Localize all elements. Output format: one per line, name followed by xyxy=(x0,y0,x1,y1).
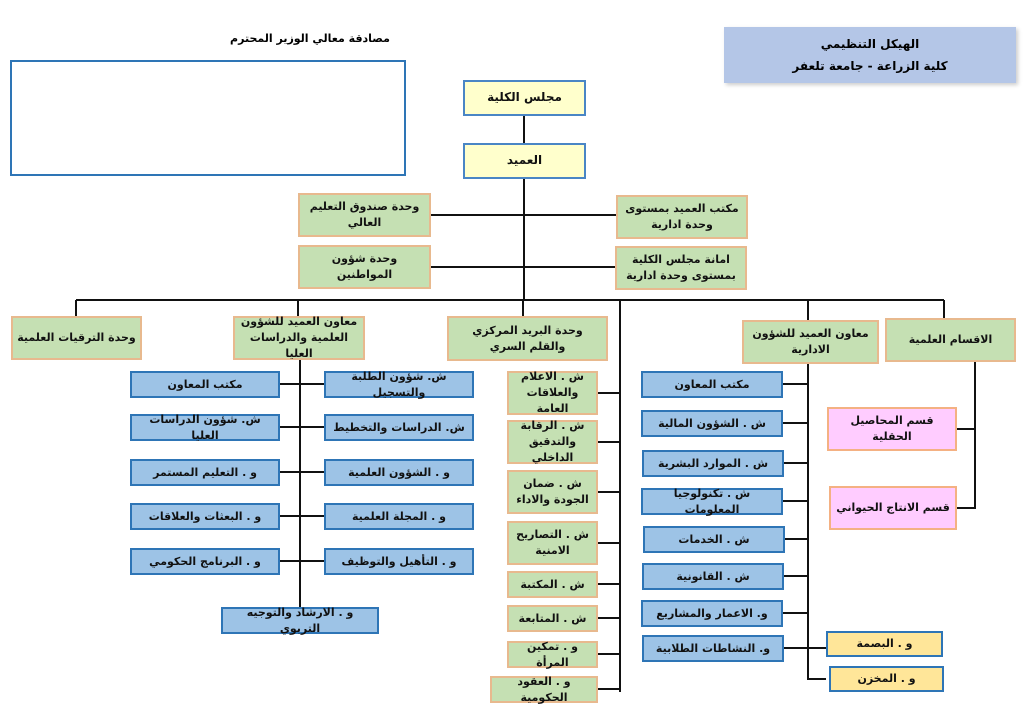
admin-unit: و. الاعمار والمشاريع xyxy=(641,600,783,627)
title-line-1: الهيكل التنظيمي xyxy=(820,37,920,51)
citizens-unit: وحدة شؤون المواطنين xyxy=(298,245,431,289)
sci-left-unit: و . البعثات والعلاقات xyxy=(130,503,280,530)
central-mail-unit: وحدة البريد المركزي والقلم السري xyxy=(447,316,608,361)
sci-right-unit: و . المجلة العلمية xyxy=(324,503,474,530)
admin-unit: ش . الموارد البشرية xyxy=(642,450,784,477)
sci-left-unit: ش. شؤون الدراسات العليا xyxy=(130,413,280,442)
fund-unit: وحدة صندوق التعليم العالي xyxy=(298,193,431,237)
chart-title: الهيكل التنظيمي كلية الزراعة - جامعة تلع… xyxy=(724,27,1016,83)
line xyxy=(75,116,945,692)
sci-right-unit: و . التأهيل والتوظيف xyxy=(324,548,474,575)
council-secretariat: امانة مجلس الكلية بمستوى وحدة ادارية xyxy=(615,246,747,290)
approval-label: مصادقة معالي الوزير المحترم xyxy=(230,32,390,45)
line xyxy=(280,360,324,607)
admin-unit: ش . تكنولوجيا المعلومات xyxy=(641,487,783,516)
guidance-unit: و . الارشاد والتوجيه التربوي xyxy=(221,606,379,635)
mail-sub-unit: ش . ضمان الجودة والاداء xyxy=(507,470,598,514)
mail-sub-unit: ش . المتابعة xyxy=(507,605,598,632)
field-crops-department: قسم المحاصيل الحقلية xyxy=(827,407,957,451)
line xyxy=(598,392,620,690)
mail-sub-unit: ش . المكتبة xyxy=(507,571,598,598)
line xyxy=(957,362,976,509)
mail-sub-unit: ش . التصاريح الامنية xyxy=(507,521,598,565)
admin-unit: و. النشاطات الطلابية xyxy=(642,635,784,662)
admin-unit: ش . القانونية xyxy=(642,563,784,590)
dean-office: مكتب العميد بمستوى وحدة ادارية xyxy=(616,195,748,239)
mail-sub-unit: ش . الرقابة والتدقيق الداخلي xyxy=(507,419,598,464)
line xyxy=(783,364,826,680)
mail-sub-unit: و . تمكين المرأة xyxy=(507,640,598,669)
scientific-vp: معاون العميد للشؤون العلمية والدراسات ال… xyxy=(233,315,365,360)
sci-left-unit: و . البرنامج الحكومي xyxy=(130,548,280,575)
scientific-departments: الاقسام العلمية xyxy=(885,318,1016,362)
mail-sub-unit: و . العقود الحكومية xyxy=(490,675,598,704)
admin-unit: ش . الخدمات xyxy=(643,526,785,553)
approval-signature-box xyxy=(10,60,406,176)
college-council: مجلس الكلية xyxy=(463,80,586,116)
title-line-2: كلية الزراعة - جامعة تلعفر xyxy=(792,59,948,73)
dean: العميد xyxy=(463,143,586,179)
admin-vp: معاون العميد للشؤون الادارية xyxy=(742,320,879,364)
fingerprint-unit: و . البصمة xyxy=(826,631,943,657)
sci-left-unit: مكتب المعاون xyxy=(130,371,280,398)
sci-right-unit: ش. شؤون الطلبة والتسجيل xyxy=(324,370,474,399)
promotions-unit: وحدة الترقيات العلمية xyxy=(11,316,142,360)
sci-right-unit: و . الشؤون العلمية xyxy=(324,459,474,486)
mail-sub-unit: ش . الاعلام والعلاقات العامة xyxy=(507,370,598,415)
admin-unit: مكتب المعاون xyxy=(641,371,783,398)
sci-left-unit: و . التعليم المستمر xyxy=(130,459,280,486)
animal-production-department: قسم الانتاج الحيواني xyxy=(829,486,957,530)
admin-unit: ش . الشؤون المالية xyxy=(641,410,783,437)
sci-right-unit: ش. الدراسات والتخطيط xyxy=(324,414,474,441)
warehouse-unit: و . المخزن xyxy=(829,666,944,692)
